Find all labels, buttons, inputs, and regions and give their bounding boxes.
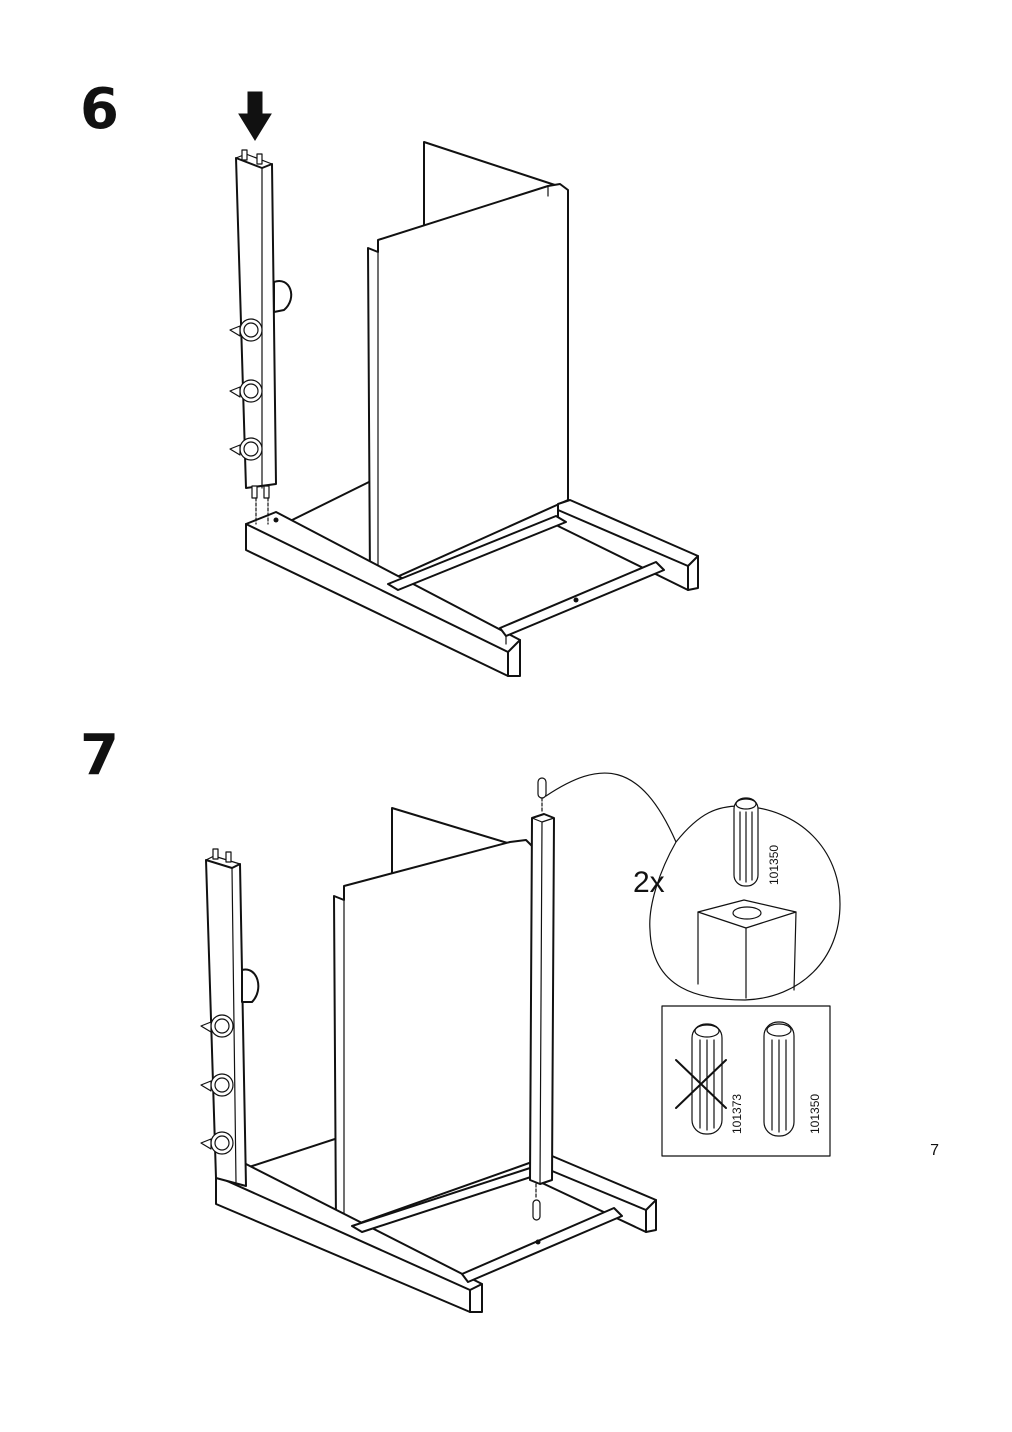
step-number: 7 xyxy=(80,723,119,788)
step7-illustration xyxy=(200,772,841,1313)
zoom-callout xyxy=(649,797,841,1001)
page-number: 7 xyxy=(930,1142,939,1159)
step6-illustration xyxy=(229,91,699,677)
dowel-part-code: 101350 xyxy=(767,844,781,885)
right-dowel-code: 101350 xyxy=(808,1093,822,1134)
step-number: 6 xyxy=(80,77,119,142)
quantity-label: 2x xyxy=(633,866,665,899)
down-arrow-icon xyxy=(238,91,272,141)
dowel-comparison-box xyxy=(661,1005,831,1157)
wrong-dowel-code: 101373 xyxy=(730,1093,744,1134)
